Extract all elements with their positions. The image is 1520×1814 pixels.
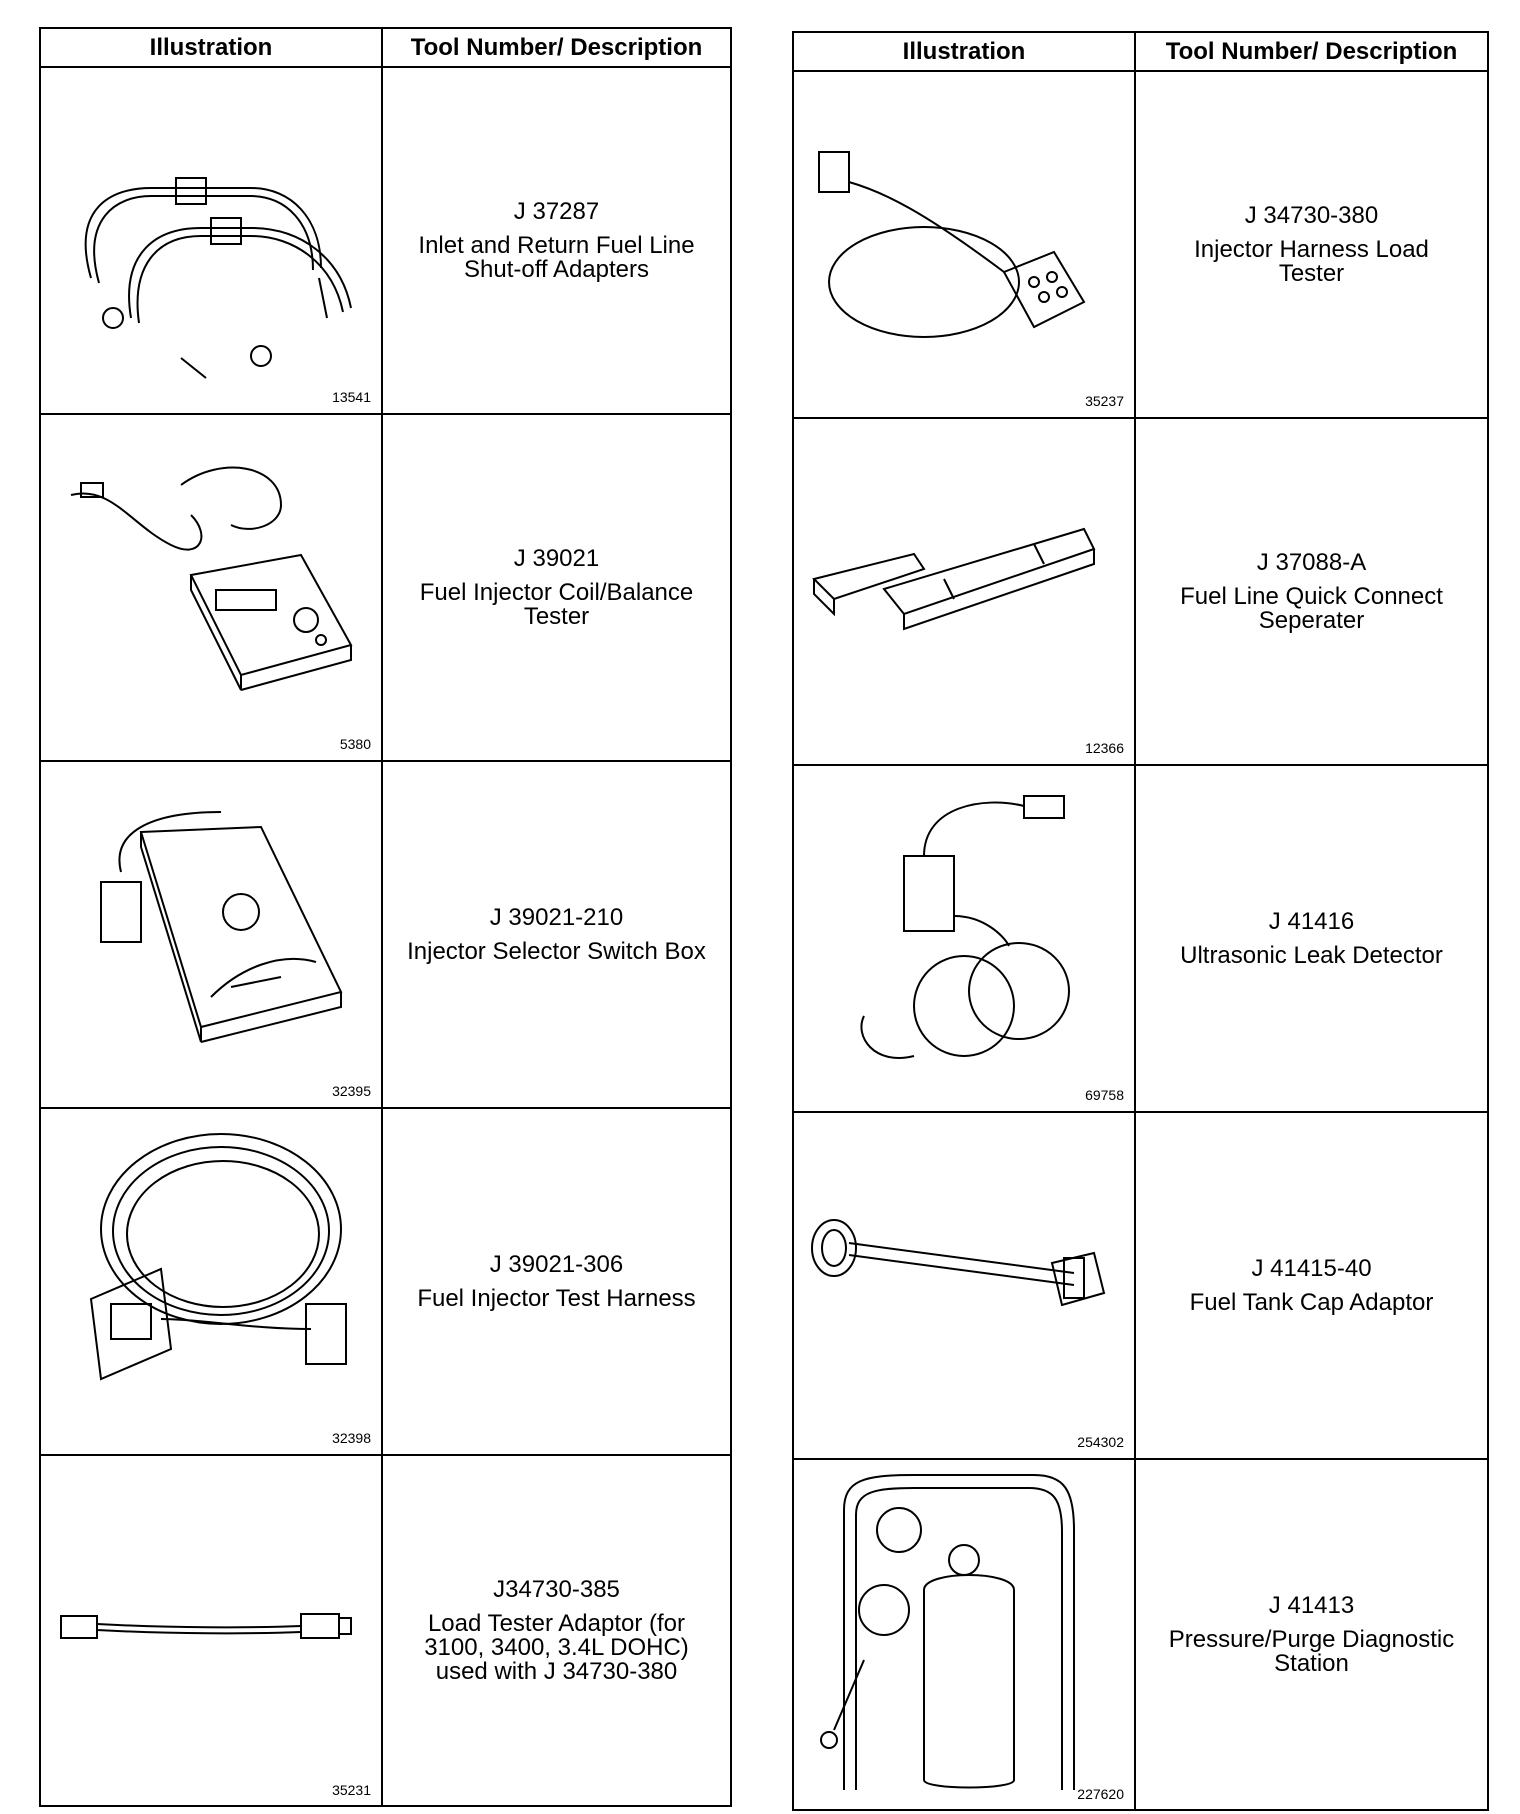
- tool-number: J 37088-A: [1256, 548, 1367, 576]
- tool-number: J 41416: [1268, 907, 1355, 935]
- tool-description: Ultrasonic Leak Detector: [1180, 941, 1443, 969]
- tool-description-cell: J 34730-380 Injector Harness Load Tester: [1136, 72, 1487, 417]
- table-row: 5380 J 39021 Fuel Injector Coil/Balance …: [41, 415, 730, 762]
- tool-number: J 41413: [1268, 1592, 1355, 1619]
- figure-number: 32395: [332, 1083, 371, 1099]
- tool-description-cell: J 41415-40 Fuel Tank Cap Adaptor: [1136, 1113, 1487, 1458]
- table-row: 12366 J 37088-A Fuel Line Quick Connect …: [794, 419, 1487, 766]
- illustration-cell: 69758: [794, 766, 1136, 1111]
- figure-number: 13541: [332, 389, 371, 405]
- illustration-cell: 35231: [41, 1456, 383, 1806]
- tool-description-header: Tool Number/ Description: [410, 33, 703, 61]
- figure-number: 12366: [1085, 740, 1124, 756]
- figure-number: 5380: [339, 736, 371, 752]
- tool-number: J 39021-306: [489, 1250, 624, 1278]
- illustration-cell: 35237: [794, 72, 1136, 417]
- tool-description-cell: J 39021-306 Fuel Injector Test Harness: [383, 1109, 730, 1454]
- table-row: 254302 J 41415-40 Fuel Tank Cap Adaptor: [794, 1113, 1487, 1460]
- tool-number: J 34730-380: [1244, 201, 1379, 229]
- load-tester-adaptor-icon: [60, 1613, 352, 1639]
- diagnostic-station-icon: [820, 1474, 1075, 1790]
- fuel-line-adapters-icon: [84, 177, 352, 379]
- illustration-cell: 32395: [41, 762, 383, 1107]
- tool-description-cell: J 41416 Ultrasonic Leak Detector: [1136, 766, 1487, 1111]
- table-row: 69758 J 41416 Ultrasonic Leak Detector: [794, 766, 1487, 1113]
- table-row: 32398 J 39021-306 Fuel Injector Test Har…: [41, 1109, 730, 1456]
- tool-description-cell: J34730-385 Load Tester Adaptor (for 3100…: [383, 1456, 730, 1806]
- illustration-cell: 227620: [794, 1460, 1136, 1810]
- quick-connect-separator-icon: [812, 527, 1096, 631]
- tool-description: Injector Selector Switch Box: [407, 937, 706, 965]
- tool-description: Fuel Injector Coil/Balance Tester: [419, 578, 694, 630]
- selector-switch-box-icon: [100, 811, 343, 1043]
- illustration-cell: 13541: [41, 68, 383, 413]
- tool-number: J 39021-210: [489, 903, 624, 931]
- table-row: 35237 J 34730-380 Injector Harness Load …: [794, 72, 1487, 419]
- tool-description: Pressure/Purge Diagnostic Station: [1168, 1626, 1455, 1677]
- tool-description: Fuel Line Quick Connect Seperater: [1180, 582, 1443, 634]
- tool-description-cell: J 37287 Inlet and Return Fuel Line Shut-…: [383, 68, 730, 413]
- tool-number: J 41415-40: [1251, 1254, 1372, 1282]
- injector-tester-icon: [70, 466, 353, 691]
- table-row: 227620 J 41413 Pressure/Purge Diagnostic…: [794, 1460, 1487, 1810]
- tool-description: Inlet and Return Fuel Line Shut-off Adap…: [418, 231, 695, 283]
- illustration-header: Illustration: [794, 33, 1136, 70]
- figure-number: 227620: [1077, 1786, 1124, 1802]
- leak-detector-icon: [860, 795, 1070, 1059]
- tool-description: Fuel Injector Test Harness: [417, 1284, 696, 1312]
- tool-description: Injector Harness Load Tester: [1194, 235, 1429, 287]
- table-row: 32395 J 39021-210 Injector Selector Swit…: [41, 762, 730, 1109]
- table-row: 35231 J34730-385 Load Tester Adaptor (fo…: [41, 1456, 730, 1806]
- illustration-header: Illustration: [41, 29, 383, 66]
- tool-description-cell: J 41413 Pressure/Purge Diagnostic Statio…: [1136, 1460, 1487, 1810]
- tool-number: J 37287: [513, 197, 600, 225]
- illustration-cell: 32398: [41, 1109, 383, 1454]
- right-tool-table: Illustration Tool Number/ Description 35…: [792, 31, 1489, 1811]
- left-tool-table: Illustration Tool Number/ Description 13…: [39, 27, 732, 1807]
- tool-number: J34730-385: [493, 1576, 620, 1603]
- tool-description-cell: J 37088-A Fuel Line Quick Connect Sepera…: [1136, 419, 1487, 764]
- table-header: Illustration Tool Number/ Description: [41, 29, 730, 68]
- figure-number: 254302: [1077, 1434, 1124, 1450]
- figure-number: 69758: [1085, 1087, 1124, 1103]
- table-row: 13541 J 37287 Inlet and Return Fuel Line…: [41, 68, 730, 415]
- tool-description-cell: J 39021-210 Injector Selector Switch Box: [383, 762, 730, 1107]
- tool-number: J 39021: [513, 544, 600, 572]
- test-harness-icon: [89, 1133, 347, 1381]
- figure-number: 35237: [1085, 393, 1124, 409]
- figure-number: 32398: [332, 1430, 371, 1446]
- tool-description-cell: J 39021 Fuel Injector Coil/Balance Teste…: [383, 415, 730, 760]
- tool-description: Load Tester Adaptor (for 3100, 3400, 3.4…: [424, 1610, 689, 1685]
- table-header: Illustration Tool Number/ Description: [794, 33, 1487, 72]
- figure-number: 35231: [332, 1782, 371, 1798]
- tool-description: Fuel Tank Cap Adaptor: [1189, 1288, 1434, 1316]
- illustration-cell: 12366: [794, 419, 1136, 764]
- illustration-cell: 254302: [794, 1113, 1136, 1458]
- tool-description-header: Tool Number/ Description: [1165, 37, 1458, 65]
- harness-load-tester-icon: [818, 151, 1086, 338]
- illustration-cell: 5380: [41, 415, 383, 760]
- tank-cap-adaptor-icon: [811, 1219, 1106, 1307]
